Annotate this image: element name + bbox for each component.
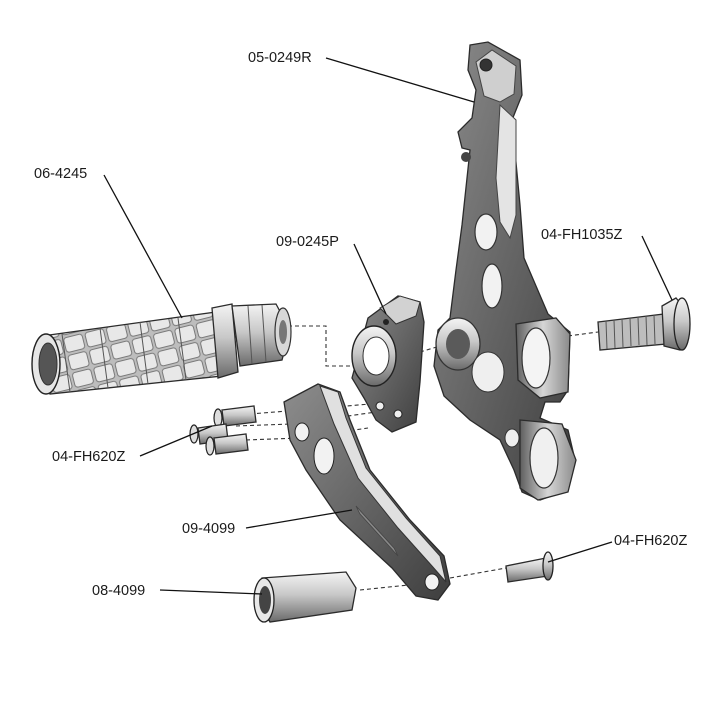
label-spacer: 08-4099 bbox=[92, 583, 145, 599]
pivot-clamp bbox=[351, 295, 425, 433]
label-bolts-left: 04-FH620Z bbox=[52, 449, 125, 465]
label-bolt-long: 04-FH1035Z bbox=[541, 227, 623, 243]
bolt-long bbox=[597, 297, 691, 351]
label-lever: 09-4099 bbox=[182, 521, 235, 537]
rearset-bracket bbox=[433, 41, 577, 501]
lever bbox=[283, 383, 451, 601]
label-rearset-bracket: 05-0249R bbox=[248, 50, 312, 66]
spacer bbox=[253, 571, 357, 623]
label-bolt-right: 04-FH620Z bbox=[614, 533, 687, 549]
footpeg bbox=[31, 303, 292, 395]
label-pivot-clamp: 09-0245P bbox=[276, 234, 339, 250]
leader-lines bbox=[103, 57, 673, 595]
label-footpeg: 06-4245 bbox=[34, 166, 87, 182]
bolt-right bbox=[505, 551, 554, 583]
